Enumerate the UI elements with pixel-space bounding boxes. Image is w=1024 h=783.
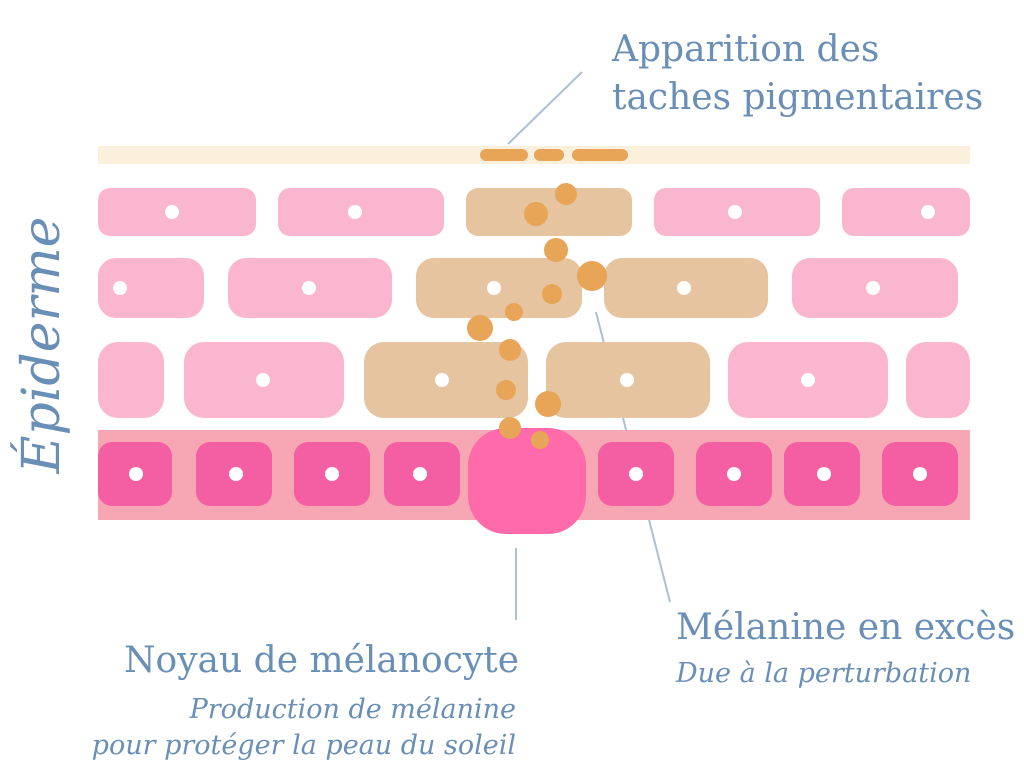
cell-nucleus-14 [620,373,634,387]
cell-nucleus-9 [677,281,691,295]
melanin-excess-label: Mélanine en excès [676,607,1016,648]
cell-nucleus-1 [165,205,179,219]
melanin-granule-5 [542,284,562,304]
cell-nucleus-13 [435,373,449,387]
melanin-granule-2 [524,202,548,226]
skin-cell-5 [842,188,970,236]
melanin-granule-9 [496,380,516,400]
melanin-granule-8 [499,339,521,361]
melanin-granule-1 [555,183,577,205]
cell-nucleus-6 [113,281,127,295]
cell-nucleus-20 [413,467,427,481]
skin-cell-3 [466,188,632,236]
melanocyte-nucleus-sublabel-1: Production de mélanine [189,694,516,725]
melanocyte-nucleus-sublabel-2: pour protéger la peau du soleil [91,730,516,761]
cell-nucleus-2 [348,205,362,219]
melanin-granule-7 [467,315,493,341]
melanin-granule-3 [544,238,568,262]
spots-label-line1: Apparition des [612,29,880,70]
melanin-granule-10 [535,391,561,417]
melanin-granule-4 [577,261,607,291]
cell-nucleus-17 [129,467,143,481]
cell-nucleus-22 [727,467,741,481]
cell-nucleus-8 [487,281,501,295]
cell-nucleus-24 [913,467,927,481]
cell-nucleus-12 [256,373,270,387]
cell-nucleus-21 [629,467,643,481]
skin-cell-11 [98,342,164,418]
cell-nucleus-18 [229,467,243,481]
epidermis-side-label: Épiderme [12,216,72,474]
cell-nucleus-7 [302,281,316,295]
melanin-granule-6 [505,303,523,321]
cell-nucleus-19 [325,467,339,481]
pigment-spot-2 [534,149,564,161]
spots-label-line2: taches pigmentaires [612,77,984,118]
cell-nucleus-10 [866,281,880,295]
cell-nucleus-4 [728,205,742,219]
melanocyte-cell [468,428,586,534]
cell-nucleus-23 [817,467,831,481]
melanocyte-nucleus-label: Noyau de mélanocyte [124,640,519,681]
cell-nucleus-5 [921,205,935,219]
skin-cell-6 [98,258,204,318]
pigment-spot-1 [480,149,528,161]
melanin-excess-sublabel: Due à la perturbation [676,658,972,689]
melanin-granule-11 [499,417,521,439]
spots-leader-line [507,71,583,145]
melanin-granule-12 [531,431,549,449]
pigment-spot-3 [572,149,628,161]
skin-cell-16 [906,342,970,418]
cell-nucleus-15 [801,373,815,387]
